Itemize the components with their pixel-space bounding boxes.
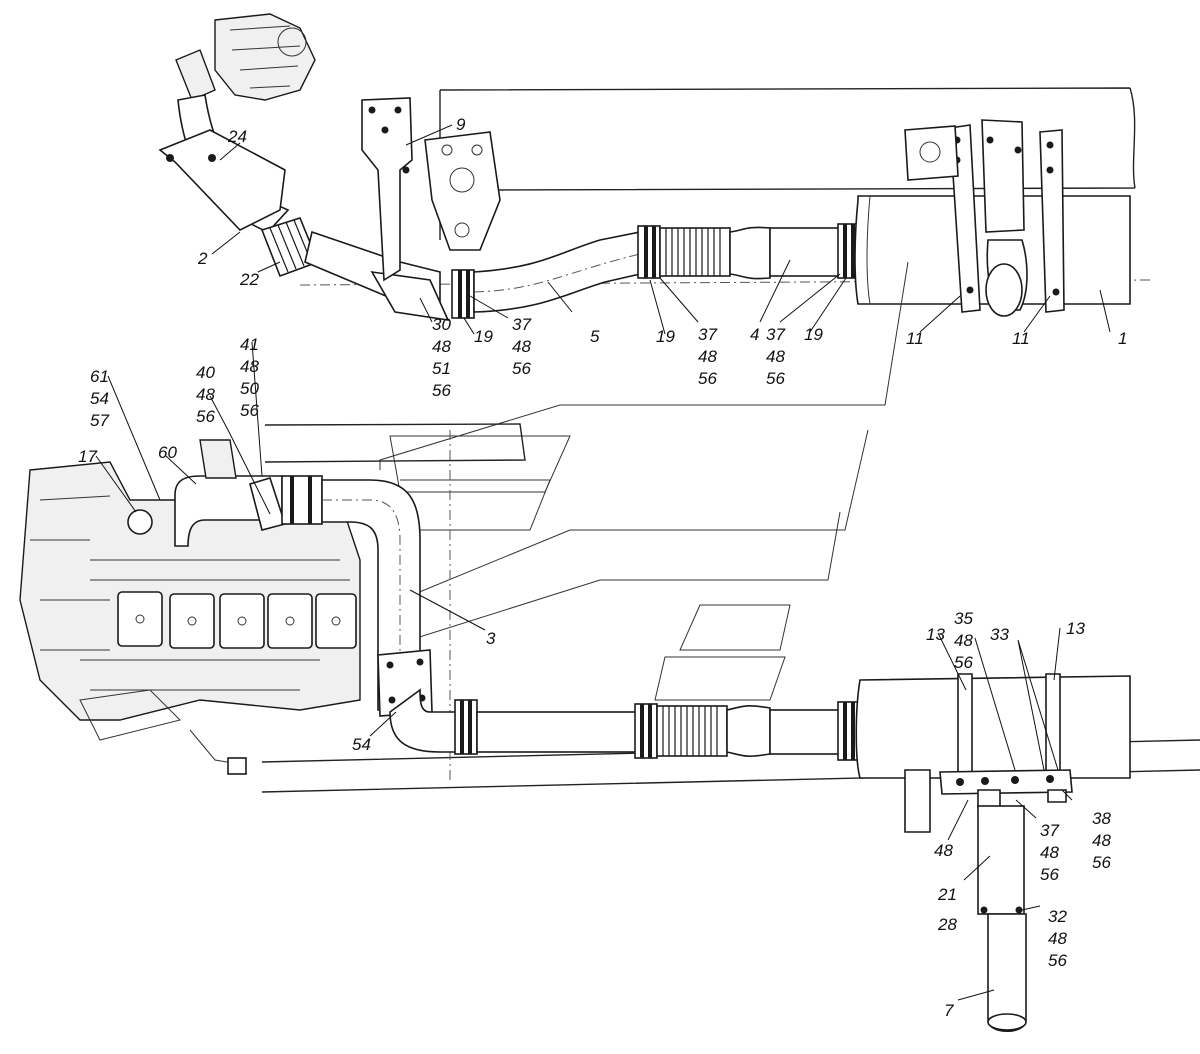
projection-lines (379, 261, 909, 701)
pipe-bottom (476, 701, 859, 761)
label-1: 1 (1118, 329, 1127, 348)
label-7: 7 (944, 1001, 954, 1020)
label-22: 22 (239, 270, 259, 289)
label-21: 21 (937, 885, 957, 904)
label-13-b: 13 (1066, 619, 1085, 638)
label-24: 24 (227, 127, 247, 146)
label-11-a: 11 (906, 329, 924, 348)
label-48-g: 48 (954, 631, 973, 650)
bellows-top (659, 226, 771, 280)
label-56-j: 56 (1048, 951, 1067, 970)
label-30: 30 (432, 315, 451, 334)
label-50: 50 (240, 379, 259, 398)
callout-labels-bottom: 41 48 50 56 40 48 56 61 54 57 17 60 3 54… (78, 335, 1111, 1020)
tailpipe-top (985, 239, 1028, 317)
label-48-c: 48 (698, 347, 717, 366)
label-48-f: 48 (196, 385, 215, 404)
label-37-b: 37 (698, 325, 717, 344)
pipe-section-top-left (304, 230, 450, 322)
muffler-straps-11 (949, 119, 1065, 313)
label-54-a: 54 (90, 389, 109, 408)
frame-bracket-right (904, 125, 959, 181)
label-37-c: 37 (766, 325, 785, 344)
label-56-g: 56 (954, 653, 973, 672)
pipe-elbow-bottom (389, 688, 478, 755)
muffler-mount-bottom (904, 769, 1073, 833)
label-48-d: 48 (766, 347, 785, 366)
label-60: 60 (158, 443, 177, 462)
label-56-b: 56 (512, 359, 531, 378)
label-33: 33 (990, 625, 1009, 644)
callout-labels-top: 24 9 2 22 30 48 51 56 19 37 48 56 5 19 3… (197, 115, 1127, 400)
turbocharger-top (175, 13, 316, 101)
label-13-a: 13 (926, 625, 945, 644)
label-48-h: 48 (1092, 831, 1111, 850)
label-48-e: 48 (240, 357, 259, 376)
label-9: 9 (456, 115, 466, 134)
label-35: 35 (954, 609, 973, 628)
label-19-c: 19 (804, 325, 823, 344)
pipe-5 (473, 231, 641, 313)
label-56-d: 56 (766, 369, 785, 388)
exhaust-elbow-2 (158, 94, 290, 233)
label-41: 41 (240, 335, 259, 354)
label-48-j: 48 (1040, 843, 1059, 862)
label-48-i: 48 (934, 841, 953, 860)
label-56-e: 56 (240, 401, 259, 420)
clamp-19-left (451, 269, 475, 319)
label-57: 57 (90, 411, 109, 430)
label-56-a: 56 (432, 381, 451, 400)
label-48-k: 48 (1048, 929, 1067, 948)
bracket-9 (361, 97, 413, 282)
label-32: 32 (1048, 907, 1067, 926)
label-5: 5 (590, 327, 600, 346)
label-51: 51 (432, 359, 451, 378)
label-19-b: 19 (656, 327, 675, 346)
label-3: 3 (486, 629, 496, 648)
label-2: 2 (197, 249, 208, 268)
label-56-i: 56 (1040, 865, 1059, 884)
label-56-h: 56 (1092, 853, 1111, 872)
label-40: 40 (196, 363, 215, 382)
label-28: 28 (937, 915, 957, 934)
leader-lines (95, 124, 1111, 1001)
pipe-4 (769, 227, 841, 277)
exhaust-manifold-pipe (174, 439, 421, 711)
label-37-a: 37 (512, 315, 531, 334)
label-48-b: 48 (512, 337, 531, 356)
label-48-a: 48 (432, 337, 451, 356)
muffler-bottom (855, 673, 1131, 781)
label-61: 61 (90, 367, 109, 386)
label-37-d: 37 (1040, 821, 1059, 840)
label-38: 38 (1092, 809, 1111, 828)
label-11-b: 11 (1012, 329, 1030, 348)
label-17: 17 (78, 447, 97, 466)
tailpipe-bottom (977, 805, 1027, 1032)
label-56-f: 56 (196, 407, 215, 426)
label-4: 4 (750, 325, 759, 344)
label-19-a: 19 (474, 327, 493, 346)
label-56-c: 56 (698, 369, 717, 388)
label-54-b: 54 (352, 735, 371, 754)
clamp-19-mid (637, 225, 661, 279)
frame-bracket-center (424, 131, 501, 251)
